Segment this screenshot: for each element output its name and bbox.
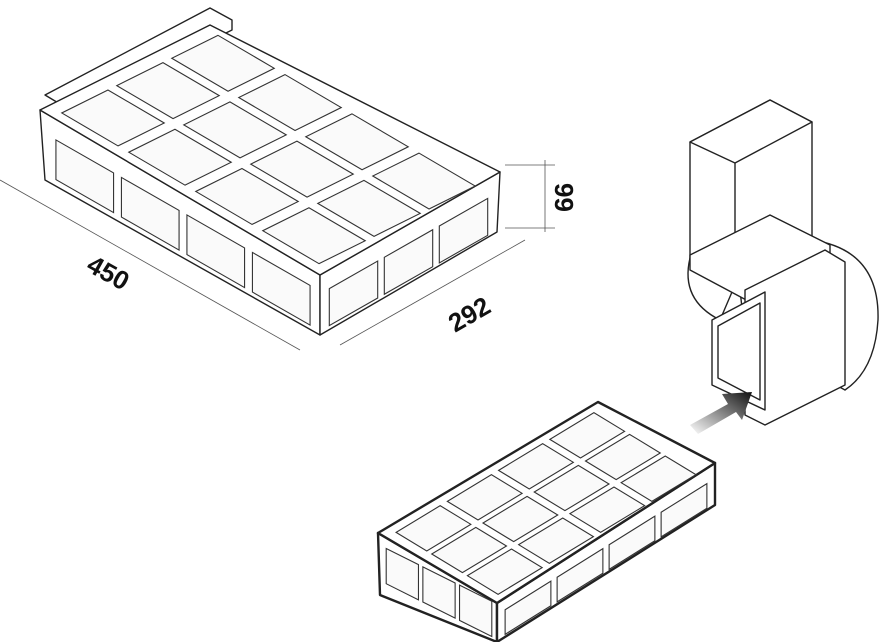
dimension-lines [0,160,555,351]
large-filter [39,7,501,336]
filter-cell [237,73,343,132]
filter-cell [548,412,626,459]
filter-cell [584,433,662,481]
filter-cell [517,517,595,564]
width-dimension-label: 292 [443,291,496,339]
small-filter [376,400,717,642]
filter-cell [620,455,697,502]
filter-cell [316,179,422,237]
side-panel [186,214,246,289]
filter-cell [533,464,611,512]
length-dimension-label: 450 [82,249,134,296]
side-panel [504,580,552,636]
side-panel [385,547,420,601]
filter-cell [115,62,221,120]
filter-cell [568,486,646,533]
side-panel [660,482,708,538]
filter-cell [304,113,410,171]
insert-arrow-icon [690,392,752,434]
filter-cell [395,505,472,552]
filter-cell [249,140,355,198]
filter-cell [430,526,508,574]
filter-cell [127,128,233,186]
filter-cell [170,34,276,92]
side-panel [55,139,115,214]
side-panel [608,515,656,571]
filter-cell [261,207,367,265]
side-panel [328,260,379,327]
side-panel [556,547,604,603]
side-panel [383,228,434,296]
duct-horizontal [744,249,846,426]
filter-cell [182,101,288,159]
filter-cell [466,548,544,595]
side-panel [120,176,180,251]
duct-outlet-opening [717,302,761,401]
side-panel [438,197,489,264]
filter-cell [371,152,477,210]
height-dimension-label: 99 [549,183,579,212]
elbow-duct [687,99,879,426]
filter-cell [194,167,300,226]
filter-cell [497,443,575,490]
filter-cell [481,495,559,543]
side-panel [251,251,311,326]
side-panel [422,565,456,620]
side-panel [458,584,493,638]
filter-cell [60,89,166,147]
duct-top-opening [689,99,813,164]
filter-cell [446,474,524,521]
